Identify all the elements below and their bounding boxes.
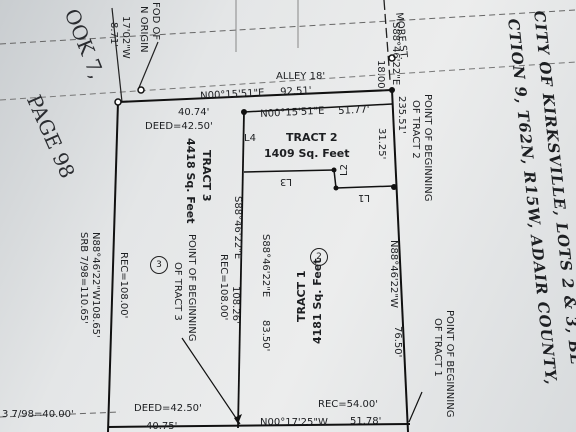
corner-point (333, 185, 339, 191)
bearing-s88-a: S88°46'22"E (232, 196, 243, 260)
grid-line-top (0, 9, 576, 45)
tract2-area: 1409 Sq. Feet (264, 147, 350, 160)
distance-235: 235.51' (396, 96, 407, 134)
tie-line (111, 7, 123, 103)
line-label-l2: L2 (339, 164, 350, 176)
pob-tract3-line-1: POINT OF BEGINNING (186, 234, 197, 342)
left-bearing: 17'02"W (120, 16, 131, 59)
tract3-name: TRACT 3 (200, 150, 213, 202)
pob-arrowhead (234, 414, 242, 424)
distance-83-50: 83.50' (260, 320, 271, 352)
pob-tract1-line-1: POINT OF BEGINNING (444, 310, 455, 418)
pob-arrow (181, 337, 241, 425)
line-l2 (333, 169, 337, 189)
alley-label: ALLEY 18' (276, 71, 326, 82)
distance-108-26: 108.26' (230, 286, 241, 324)
boundary-south (107, 423, 411, 428)
corner-monument (137, 86, 145, 94)
north-distance-b: 51.77' (337, 104, 370, 117)
line-l3 (243, 169, 335, 173)
tie-line (137, 41, 159, 91)
north-distance-a: 92.51' (279, 85, 312, 98)
srb-bottom: 3 7/98=40.00' (2, 409, 74, 420)
corner-point (241, 109, 247, 115)
distance-40-75: 40.75' (146, 421, 178, 432)
grid-line-mid (0, 61, 576, 101)
pob-tract2-line-1: POINT OF BEGINNING (422, 94, 433, 202)
line-label-l3: L3 (280, 176, 292, 187)
tract1-circle: 2 (310, 248, 328, 266)
pob-tract1-line-2: OF TRACT 1 (432, 318, 443, 377)
rec-108-a: REC=108.00' (218, 254, 229, 321)
pob-arrow (408, 391, 423, 423)
grid-line-bottom (0, 411, 121, 418)
tract2-top (243, 103, 393, 113)
pob-tract2-line-2: OF TRACT 2 (410, 100, 421, 159)
corner-point (391, 184, 397, 190)
tract1-area: 4181 Sq. Feet (311, 258, 324, 345)
left-note-2: N ORIGIN (138, 6, 149, 53)
bearing-n88-right: N88°46'22"W (388, 240, 399, 308)
tract3-circle: 3 (150, 256, 168, 274)
boundary-north (117, 89, 393, 103)
rec-108-b: REC=108.00' (118, 252, 129, 319)
corner-point (331, 167, 337, 173)
deed-bottom: DEED=42.50' (134, 403, 202, 414)
corner-point (389, 87, 395, 93)
boundary-east (391, 89, 409, 432)
deed-top: DEED=42.50' (145, 121, 213, 132)
tract1-name: TRACT 1 (295, 270, 308, 322)
tract3-area: 4418 Sq. Feet (184, 138, 197, 224)
south-bearing: N00°17'25"W (260, 417, 328, 428)
left-distance: 8.71' (108, 22, 119, 48)
distance-76-50: 76.50' (392, 326, 403, 358)
line-label-l4: L4 (244, 133, 256, 144)
distance-40-74: 40.74' (178, 107, 210, 118)
distance-108-65: 108.65' (90, 300, 101, 338)
line-l1 (335, 185, 395, 189)
left-note-1: FOD OF (150, 2, 161, 41)
tract-divider (237, 111, 245, 429)
corner-monument (114, 98, 122, 106)
pob-tract3-line-2: OF TRACT 3 (172, 262, 183, 321)
distance-31-25: 31.25' (376, 128, 387, 160)
distance-18: 18.00' (375, 60, 386, 92)
line-label-l1: L1 (358, 192, 370, 203)
bearing-n88-left: N88°46'22"W (90, 232, 101, 300)
rec-54: REC=54.00' (318, 399, 379, 410)
bearing-top-left: S88°46'22"E (390, 22, 401, 86)
tract2-name: TRACT 2 (286, 131, 338, 144)
south-distance: 51.78' (350, 416, 382, 427)
corner-monument (388, 54, 396, 62)
bearing-s88-b: S88°46'22"E (260, 234, 271, 298)
srb-label: SRB 7/98=110.65' (78, 232, 89, 324)
boundary-west (107, 101, 119, 432)
